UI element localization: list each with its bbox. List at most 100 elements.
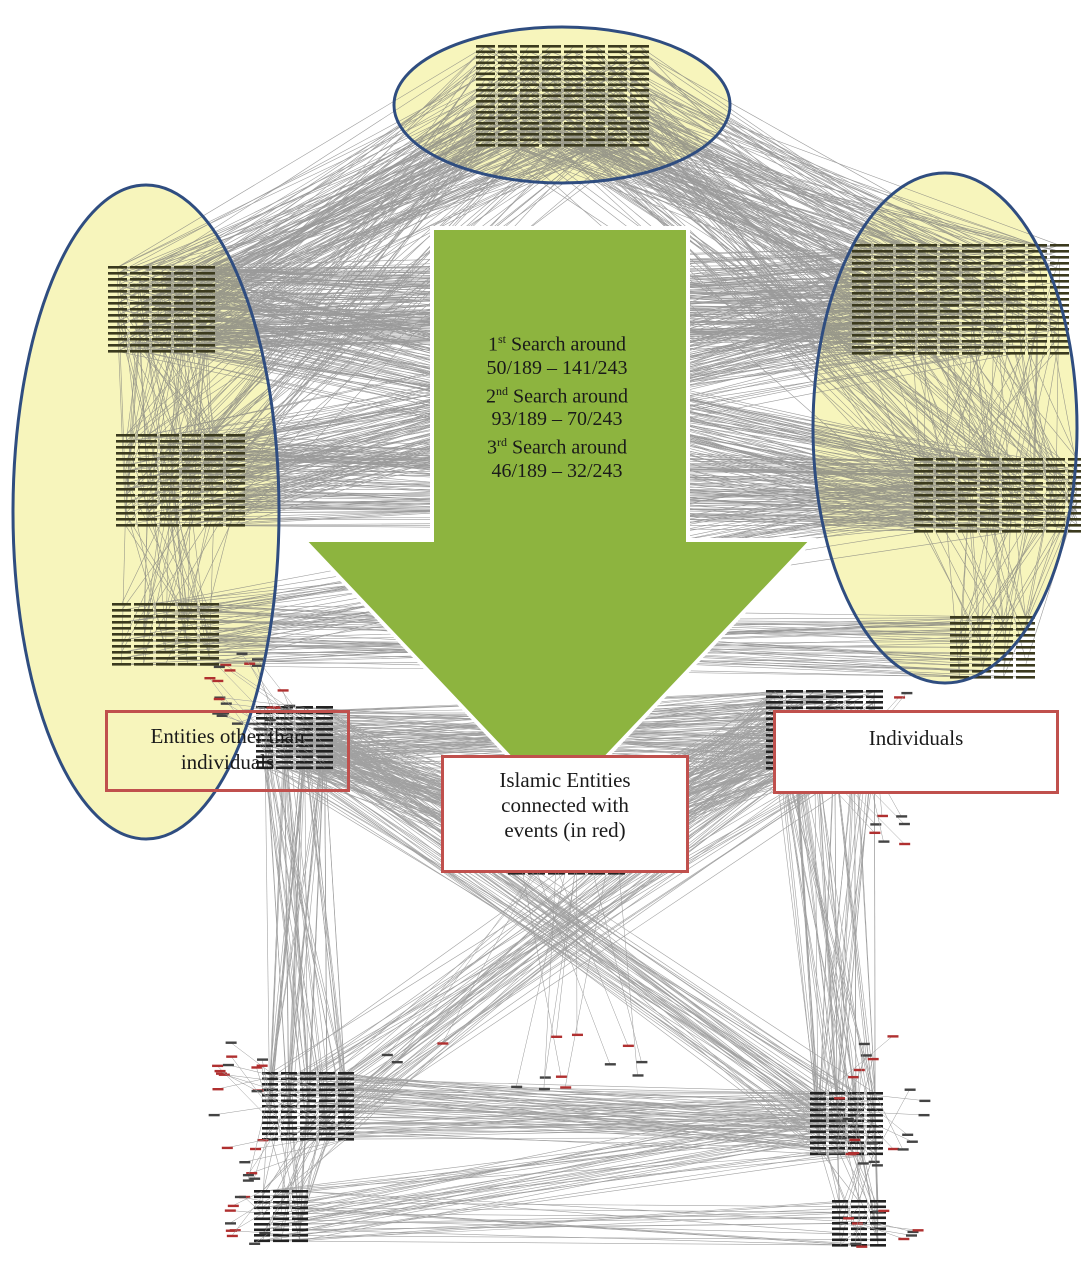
entity-node	[608, 56, 627, 59]
entity-node	[608, 78, 627, 81]
network-edge	[299, 1093, 857, 1214]
event-node	[381, 1053, 393, 1057]
entity-node	[138, 434, 157, 437]
entity-node	[108, 338, 127, 341]
entity-node	[806, 706, 823, 710]
entity-node	[112, 639, 131, 642]
network-edge	[261, 1115, 838, 1209]
network-edge	[639, 57, 862, 252]
event-node	[878, 1209, 890, 1213]
entity-node	[520, 61, 539, 65]
entity-node	[226, 512, 245, 515]
network-edge	[264, 718, 309, 1101]
entity-node	[156, 603, 175, 606]
entity-node	[630, 61, 649, 65]
entity-node	[300, 1132, 316, 1136]
network-edge	[299, 1207, 860, 1246]
network-edge	[836, 1137, 879, 1224]
entity-node	[300, 1088, 316, 1092]
individual-node	[980, 482, 999, 485]
individual-node	[972, 652, 991, 655]
event-node	[437, 1042, 449, 1045]
network-edge	[307, 1117, 819, 1122]
entity-node	[204, 488, 223, 491]
individual-node	[918, 274, 937, 277]
network-edge	[269, 740, 325, 1085]
event-node	[257, 1058, 269, 1061]
entity-node	[316, 722, 333, 726]
entity-node	[160, 512, 179, 515]
entity-node	[108, 296, 127, 299]
network-edge	[165, 513, 236, 665]
entity-node	[134, 609, 153, 612]
network-edge	[147, 315, 206, 520]
individual-node	[1050, 268, 1069, 271]
entity-node	[200, 627, 219, 630]
network-edge	[1033, 335, 1060, 496]
entity-node	[204, 476, 223, 479]
entity-node	[810, 1141, 826, 1145]
left-cluster-outline	[11, 183, 281, 841]
entity-node	[134, 627, 153, 630]
network-edge	[209, 525, 214, 653]
network-edge	[324, 718, 819, 1155]
search-values-3: 46/189 – 32/243	[491, 459, 623, 482]
network-edge	[324, 745, 857, 1111]
network-edge	[288, 1128, 819, 1155]
network-edge	[905, 245, 924, 508]
network-edge	[125, 435, 188, 641]
event-node	[259, 1231, 271, 1235]
network-edge	[261, 1084, 347, 1241]
event-edge	[855, 1058, 873, 1127]
individual-node	[936, 494, 955, 497]
individual-node	[940, 304, 959, 307]
entity-node	[256, 728, 273, 731]
individual-node	[950, 658, 969, 661]
individual-node	[984, 334, 1003, 337]
individual-node	[980, 470, 999, 473]
network-edge	[235, 57, 486, 454]
individual-node	[994, 646, 1013, 649]
network-edge	[836, 740, 875, 1094]
network-edge	[854, 757, 857, 1110]
entity-node	[108, 272, 127, 275]
entity-node	[319, 1132, 335, 1136]
individual-node	[972, 658, 991, 661]
entity-node	[520, 78, 539, 81]
individual-node	[940, 268, 959, 271]
network-edge	[905, 275, 946, 484]
entity-node	[204, 524, 223, 527]
event-edge	[269, 719, 305, 746]
entity-node	[273, 1228, 289, 1232]
network-edge	[269, 1089, 876, 1144]
individual-node	[940, 298, 959, 301]
network-edge	[304, 718, 857, 1133]
entity-node	[134, 645, 153, 648]
entity-node	[134, 615, 153, 618]
network-edge	[1015, 323, 1078, 460]
entity-node	[200, 663, 219, 666]
individual-node	[980, 500, 999, 503]
network-edge	[836, 1098, 841, 1240]
entity-node	[630, 116, 649, 120]
entity-node	[226, 452, 245, 455]
individual-node	[852, 268, 871, 271]
network-edge	[304, 729, 857, 1149]
event-node	[256, 1064, 268, 1067]
event-node	[907, 1230, 919, 1234]
network-edge	[304, 762, 838, 1144]
entity-node	[256, 761, 273, 764]
entity-node	[866, 701, 883, 704]
event-edge	[264, 707, 275, 746]
network-edge	[183, 84, 618, 292]
entity-node	[254, 1228, 270, 1232]
network-edge	[989, 347, 994, 472]
individual-node	[918, 310, 937, 313]
network-edge	[981, 531, 1034, 648]
individual-node	[918, 352, 937, 355]
network-edge	[125, 513, 188, 617]
network-edge	[117, 62, 508, 274]
individual-node	[950, 628, 969, 631]
entity-node	[520, 67, 539, 70]
entity-node	[196, 284, 215, 287]
